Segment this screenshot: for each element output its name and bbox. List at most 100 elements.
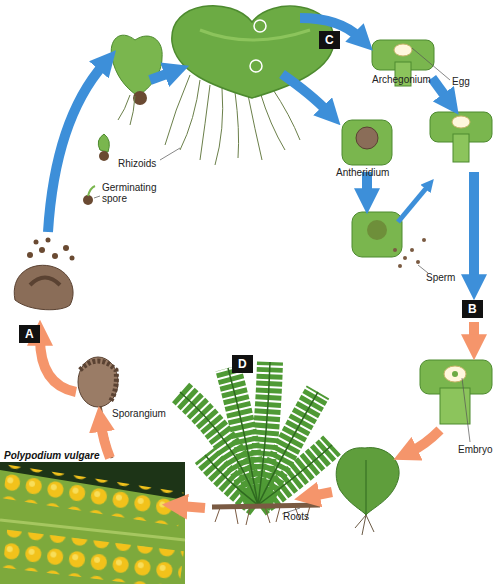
mature-fern bbox=[265, 507, 270, 523]
cycle-arrow bbox=[312, 492, 332, 496]
cycle-arrow bbox=[282, 74, 328, 112]
mature-fern bbox=[258, 392, 318, 505]
young-gametophyte bbox=[99, 151, 109, 161]
cycle-arrow bbox=[469, 322, 479, 342]
mature-fern bbox=[180, 362, 332, 525]
embryo bbox=[462, 378, 470, 442]
gametophyte bbox=[215, 88, 223, 165]
gametophyte bbox=[180, 80, 200, 150]
antheridium bbox=[416, 260, 420, 264]
embryo bbox=[420, 360, 492, 442]
spore-release bbox=[63, 245, 69, 251]
cycle-arrow bbox=[150, 72, 172, 80]
cycle-arrow bbox=[469, 172, 479, 282]
spore-release bbox=[70, 256, 75, 261]
part-label: Roots bbox=[283, 511, 309, 522]
gametophyte bbox=[165, 6, 334, 165]
spore-release bbox=[34, 240, 39, 245]
antheridium bbox=[393, 238, 426, 268]
young-sporophyte bbox=[365, 460, 367, 515]
gametophyte bbox=[200, 30, 310, 40]
mature-fern bbox=[246, 508, 250, 525]
mature-fern bbox=[215, 508, 220, 522]
gametophyte bbox=[248, 95, 262, 160]
fern-photo bbox=[2, 530, 183, 584]
young-sporophyte bbox=[336, 448, 399, 515]
part-label: Archegonium bbox=[372, 74, 431, 85]
cycle-arrow bbox=[410, 430, 440, 452]
spore-release bbox=[14, 238, 74, 310]
antheridium bbox=[342, 120, 392, 165]
young-sporophyte bbox=[355, 515, 374, 535]
gametophyte bbox=[165, 75, 190, 145]
antheridium bbox=[398, 264, 402, 268]
stage-letter-box: A bbox=[19, 325, 40, 343]
gametophyte bbox=[254, 20, 266, 32]
sporangium bbox=[78, 357, 118, 458]
archegonium bbox=[453, 134, 469, 162]
mature-fern bbox=[235, 508, 238, 524]
gametophyte bbox=[250, 60, 262, 72]
embryo bbox=[444, 366, 466, 382]
spore-release bbox=[27, 238, 75, 261]
spore-release bbox=[39, 247, 45, 253]
mature-fern bbox=[212, 505, 320, 507]
part-label: Sporangium bbox=[112, 408, 166, 419]
young-gametophyte bbox=[94, 196, 100, 198]
antheridium bbox=[418, 265, 428, 273]
stage-letter: A bbox=[25, 327, 34, 341]
fern-photo bbox=[2, 465, 183, 526]
spore-release bbox=[14, 265, 73, 309]
mature-fern bbox=[205, 455, 258, 505]
young-gametophyte bbox=[111, 35, 162, 96]
part-label: Antheridium bbox=[336, 167, 389, 178]
mature-fern bbox=[258, 445, 332, 505]
spore-release bbox=[27, 252, 33, 258]
cycle-arrow bbox=[48, 64, 104, 232]
antheridium bbox=[342, 120, 428, 273]
mature-fern bbox=[180, 392, 258, 505]
stage-letter: C bbox=[325, 33, 334, 47]
cycle-arrow bbox=[432, 78, 448, 100]
embryo bbox=[452, 371, 458, 377]
mature-fern bbox=[215, 506, 310, 525]
antheridium bbox=[410, 248, 414, 252]
cycle-arrow bbox=[398, 186, 428, 222]
fern-photo bbox=[0, 462, 185, 584]
antheridium bbox=[352, 212, 402, 257]
young-gametophyte bbox=[83, 195, 93, 205]
part-label: Rhizoids bbox=[118, 158, 156, 169]
young-gametophyte bbox=[83, 35, 162, 205]
sporangium bbox=[100, 405, 112, 458]
antheridium bbox=[356, 127, 378, 149]
mature-fern bbox=[276, 507, 280, 522]
young-gametophyte bbox=[88, 186, 95, 196]
cycle-arrow bbox=[48, 18, 474, 282]
young-gametophyte bbox=[98, 134, 109, 152]
spore-release bbox=[46, 238, 51, 243]
leader-line bbox=[160, 148, 180, 160]
stage-letter-box: C bbox=[319, 31, 340, 49]
archegonium bbox=[394, 44, 412, 56]
spore-release bbox=[52, 253, 58, 259]
antheridium bbox=[403, 256, 407, 260]
gametophyte bbox=[200, 85, 210, 160]
mature-fern bbox=[180, 362, 332, 505]
cycle-arrow bbox=[40, 322, 474, 508]
part-label: Germinating spore bbox=[102, 182, 162, 204]
antheridium bbox=[367, 220, 387, 240]
sporangium bbox=[78, 357, 118, 407]
spore-release bbox=[30, 278, 60, 286]
cycle-arrow bbox=[101, 424, 110, 458]
mature-fern bbox=[180, 362, 332, 505]
young-sporophyte bbox=[336, 448, 399, 535]
antheridium bbox=[393, 248, 397, 252]
stage-letter-box: D bbox=[232, 355, 253, 373]
stage-letter: D bbox=[238, 357, 247, 371]
archegonium bbox=[452, 116, 470, 128]
part-label: Embryo bbox=[458, 444, 492, 455]
gametophyte bbox=[260, 92, 285, 150]
antheridium bbox=[422, 238, 426, 242]
